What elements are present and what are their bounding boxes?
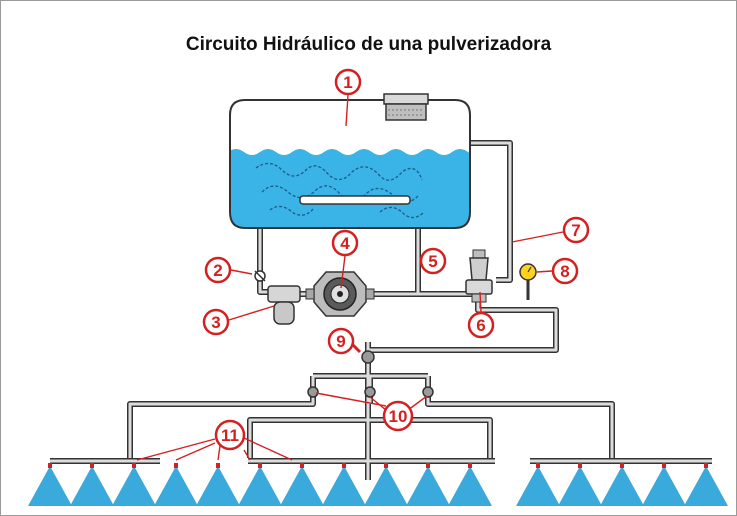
callout-3-label: 3 xyxy=(211,313,220,332)
callout-9-label: 9 xyxy=(336,332,345,351)
diagram-title: Circuito Hidráulico de una pulverizadora xyxy=(185,34,552,55)
callout-2: 2 xyxy=(204,256,232,284)
callout-10: 10 xyxy=(382,400,414,432)
callout-10-label: 10 xyxy=(389,407,408,426)
callout-7: 7 xyxy=(562,216,590,244)
callout-leaders xyxy=(136,94,564,461)
callout-6: 6 xyxy=(467,311,495,339)
regulator-icon xyxy=(465,249,493,303)
callout-11-label: 11 xyxy=(221,426,239,445)
callout-9: 9 xyxy=(327,327,355,355)
callout-2-label: 2 xyxy=(213,261,222,280)
callout-3: 3 xyxy=(202,308,230,336)
pump-icon xyxy=(305,271,375,317)
callout-8: 8 xyxy=(551,257,579,285)
callout-5-label: 5 xyxy=(428,252,437,271)
callout-4: 4 xyxy=(331,229,359,257)
filter-icon xyxy=(267,285,301,325)
callout-6-label: 6 xyxy=(476,316,485,335)
valve-icon xyxy=(254,270,266,282)
callout-5: 5 xyxy=(419,247,447,275)
callout-markers: 1 2 3 4 5 6 7 8 xyxy=(202,68,590,451)
tank-icon xyxy=(229,93,471,229)
nozzle-icon xyxy=(48,463,708,468)
callout-11: 11 xyxy=(214,419,246,451)
callout-8-label: 8 xyxy=(560,262,569,281)
callout-1-label: 1 xyxy=(343,73,352,92)
callout-1: 1 xyxy=(334,68,362,96)
pipe-network xyxy=(50,140,712,480)
callout-4-label: 4 xyxy=(340,234,350,253)
gauge-icon xyxy=(519,263,537,300)
callout-7-label: 7 xyxy=(571,221,580,240)
spray-fans xyxy=(28,466,728,506)
